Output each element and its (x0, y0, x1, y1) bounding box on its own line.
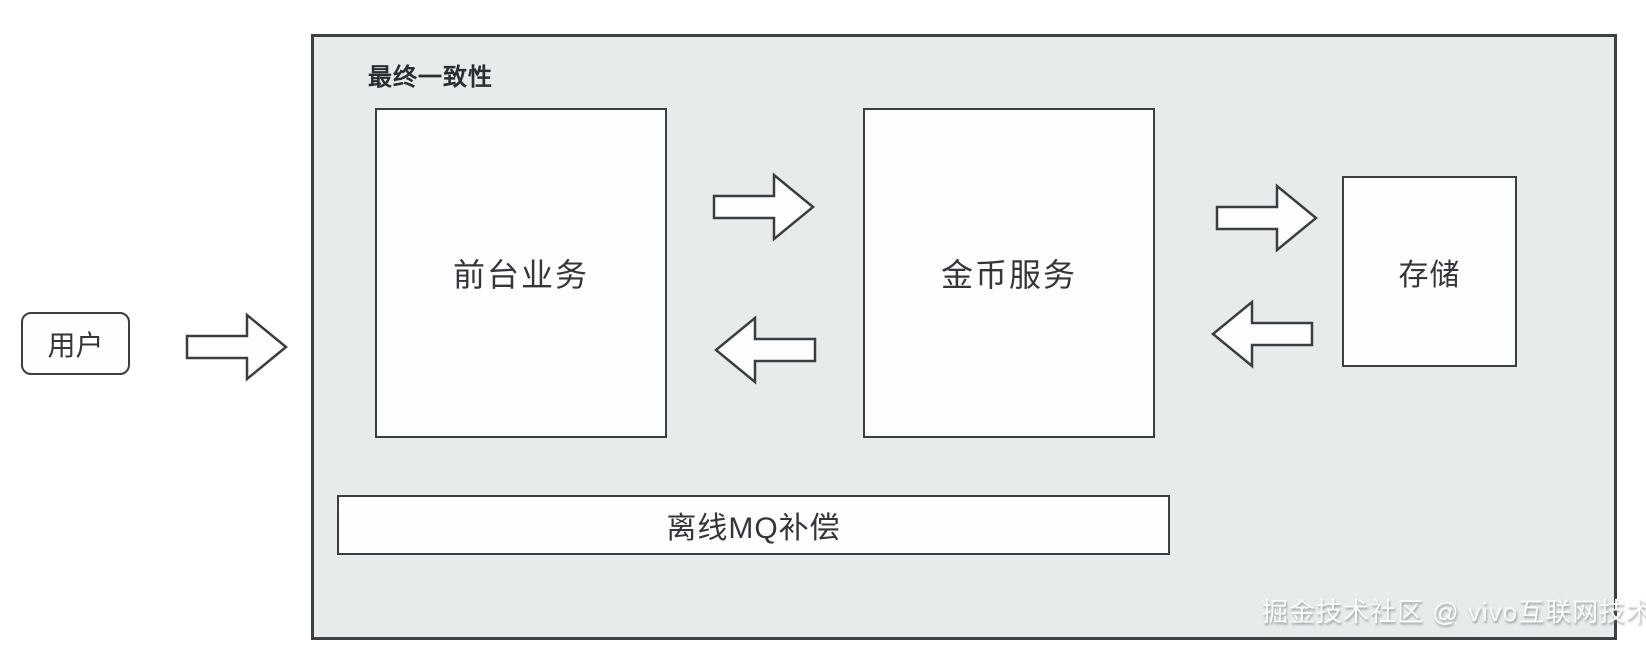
frontend-business-label: 前台业务 (452, 257, 589, 293)
storage-node: 存储 (1342, 176, 1517, 367)
arrow-coin-to-storage-icon (1215, 183, 1319, 253)
mq-compensation-label: 离线MQ补偿 (666, 512, 841, 545)
arrow-coin-to-frontend-icon (713, 315, 817, 385)
coin-service-label: 金币服务 (940, 257, 1077, 293)
frontend-business-node: 前台业务 (375, 108, 667, 438)
arrow-frontend-to-coin-icon (712, 172, 816, 242)
coin-service-node: 金币服务 (863, 108, 1155, 438)
arrow-storage-to-coin-icon (1210, 299, 1314, 369)
arrow-user-to-group-icon (185, 312, 289, 382)
user-node-label: 用户 (47, 329, 104, 361)
user-node: 用户 (21, 312, 130, 375)
group-title: 最终一致性 (368, 64, 493, 91)
watermark-text: 掘金技术社区 @ vivo互联网技术 (1262, 597, 1646, 627)
storage-label: 存储 (1398, 258, 1461, 292)
mq-compensation-node: 离线MQ补偿 (337, 495, 1170, 555)
